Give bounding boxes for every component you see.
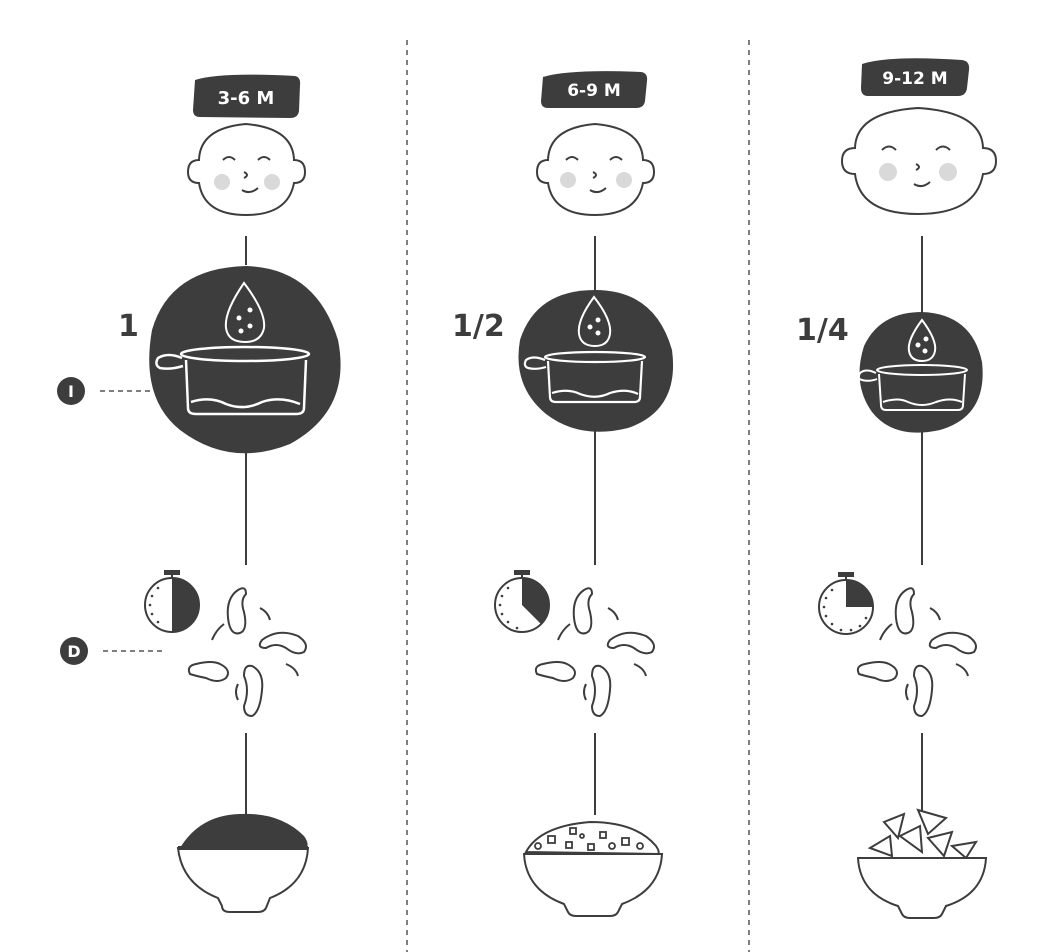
baby-face-icon (186, 122, 307, 217)
column-3-6m: 3-6 M 1 (118, 74, 341, 913)
baby-face-icon (535, 122, 656, 217)
water-drop-icon (224, 281, 266, 344)
marker-d-letter: D (67, 642, 80, 661)
connector-lines (245, 236, 923, 815)
baby-face-icon (840, 106, 998, 216)
ratio-label: 1/4 (796, 313, 849, 348)
beans-icon (856, 587, 977, 718)
stopwatch-icon (818, 572, 874, 635)
water-drop-icon (907, 318, 937, 363)
marker-d: D (60, 637, 163, 665)
stopwatch-icon (144, 570, 200, 633)
pot-backdrop (149, 266, 341, 454)
age-label: 3-6 M (218, 88, 275, 109)
column-9-12m: 9-12 M 1/4 (796, 58, 998, 919)
cooking-pot-icon (523, 350, 647, 404)
beans-icon (187, 587, 307, 718)
cooking-pot-icon (155, 345, 311, 416)
age-label: 6-9 M (567, 81, 621, 101)
column-6-9m: 6-9 M 1/2 (452, 71, 674, 917)
stopwatch-icon (494, 570, 550, 633)
chunks-bowl-icon (856, 808, 988, 919)
ratio-label: 1 (118, 309, 139, 344)
cooking-pot-icon (857, 364, 968, 411)
beans-icon (534, 587, 655, 718)
marker-i: I (57, 377, 160, 405)
mixed-bowl-icon (522, 820, 664, 917)
age-label: 9-12 M (882, 69, 947, 89)
marker-i-letter: I (68, 382, 74, 401)
age-badge (193, 74, 301, 118)
pot-backdrop (518, 290, 674, 432)
age-badge (541, 71, 648, 108)
ratio-label: 1/2 (452, 309, 505, 344)
water-drop-icon (577, 295, 612, 348)
puree-bowl-icon (176, 813, 310, 913)
pot-backdrop (859, 312, 983, 433)
age-badge (861, 58, 970, 96)
